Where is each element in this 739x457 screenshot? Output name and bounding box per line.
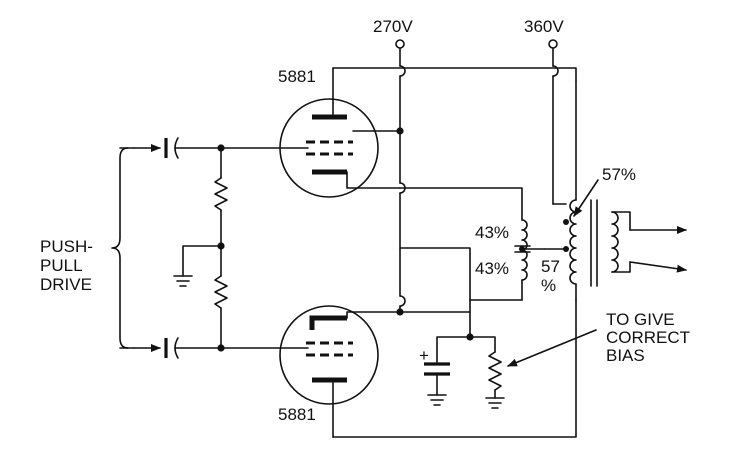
supply-270v: 270V [373,17,413,313]
bias-capacitor: + [419,346,450,396]
annotation-line2: CORRECT [606,328,690,347]
supply-270v-label: 270V [373,17,413,36]
grid-ground-lead [182,245,222,277]
grid-resistor-upper [214,147,228,247]
input-coupling-upper [119,137,309,159]
screen-tap-upper-percent: 43% [475,223,509,242]
input-coupling-lower [119,337,309,359]
input-label-line1: PUSH- [40,237,93,256]
capacitor-plus: + [419,346,429,365]
junction-dot [396,127,404,135]
screen-tap-lower-percent: 43% [475,259,509,278]
bias-feed [399,311,471,338]
grid-resistor-lower [214,245,228,349]
output-transformer [544,79,631,301]
ground-symbol [427,394,447,406]
lower-tube-label: 5881 [278,405,316,424]
ground-symbol [485,397,505,409]
lower-tube: 5881 [278,305,401,438]
supply-360v-label: 360V [524,17,564,36]
input-brace [111,147,129,349]
annotation-line3: BIAS [606,346,645,365]
upper-tube: 5881 [278,67,401,198]
transformer-upper-percent: 57% [602,165,636,184]
screen-tap-lead-lower [399,247,471,313]
supply-360v: 360V [524,17,567,205]
output-arrow-lower [629,261,687,273]
input-label-line3: DRIVE [40,275,92,294]
input-label-line2: PULL [40,256,83,275]
screen-tap-lead-upper [399,187,523,221]
upper-plate-rail [332,67,577,81]
transformer-lower-unit: % [541,276,556,295]
upper-tube-label: 5881 [278,67,316,86]
lower-plate-rail [332,299,577,438]
transformer-lower-percent: 57 [541,257,560,276]
bias-pointer-arrow [507,329,597,367]
bias-network-top [436,336,496,363]
bias-potentiometer [488,351,502,399]
ground-symbol [173,275,193,287]
screen-tap-coil [514,219,531,301]
annotation-line1: TO GIVE [606,310,675,329]
tap-pointer-arrow [573,179,599,217]
